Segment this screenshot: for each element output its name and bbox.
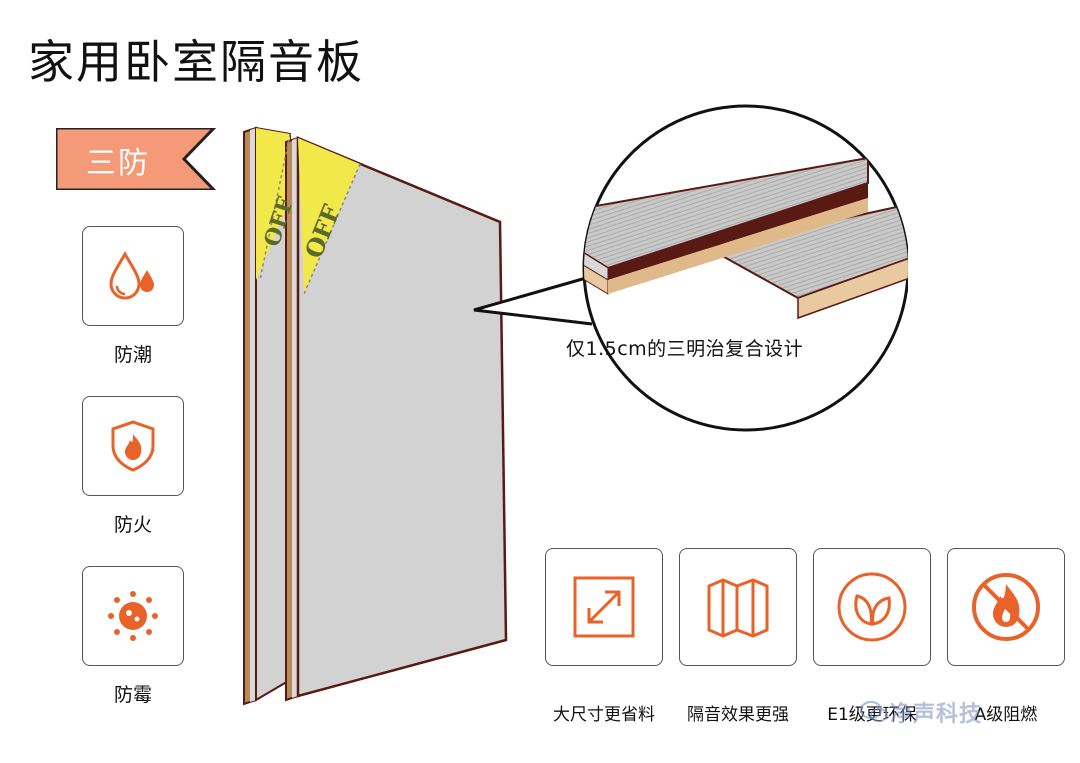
feature-mold-label: 防霉 bbox=[113, 684, 152, 706]
no-fire-icon bbox=[972, 573, 1040, 641]
feature-flame-label: A级阻燃 bbox=[974, 705, 1038, 725]
expand-arrows-icon bbox=[573, 576, 635, 638]
mold-icon bbox=[108, 591, 158, 641]
zoom-caption: 仅1.5cm的三明治复合设计 bbox=[566, 338, 804, 360]
feature-sound-label: 隔音效果更强 bbox=[687, 705, 789, 725]
feature-fire-label: 防火 bbox=[113, 514, 152, 536]
feature-eco-card bbox=[813, 548, 931, 666]
watermark: 净声科技 bbox=[890, 702, 983, 727]
ribbon-label: 三防 bbox=[86, 146, 150, 181]
soundproof-boards-illustration: OFF OFF bbox=[243, 126, 508, 706]
feature-moisture-card bbox=[82, 226, 184, 326]
wechat-icon bbox=[860, 701, 888, 722]
feature-fire-card bbox=[82, 396, 184, 496]
feature-size-label: 大尺寸更省料 bbox=[553, 705, 655, 725]
leaf-eco-icon bbox=[837, 572, 907, 642]
fire-shield-icon bbox=[111, 420, 155, 472]
feature-mold-card bbox=[82, 566, 184, 666]
feature-moisture-label: 防潮 bbox=[113, 344, 152, 366]
folded-panel-icon bbox=[707, 578, 769, 638]
feature-flame-card bbox=[947, 548, 1065, 666]
feature-sound-card bbox=[679, 548, 797, 666]
sandwich-layer-zoom bbox=[473, 104, 908, 432]
moisture-drops-icon bbox=[109, 250, 154, 300]
san-fang-ribbon: 三防 bbox=[56, 128, 216, 190]
page-title: 家用卧室隔音板 bbox=[28, 35, 364, 89]
feature-size-card bbox=[545, 548, 663, 666]
